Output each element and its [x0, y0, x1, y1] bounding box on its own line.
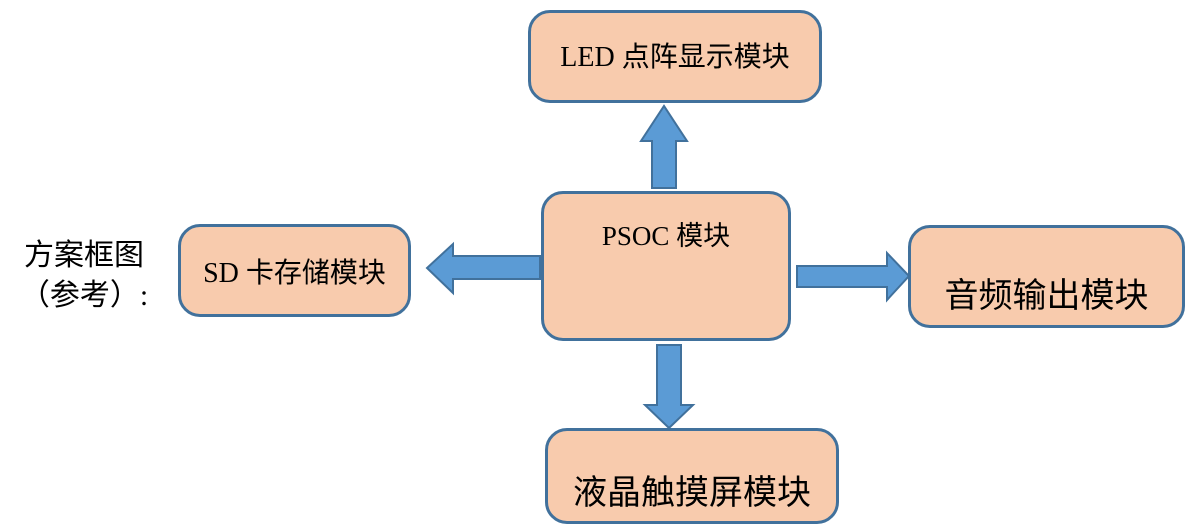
led-module-label: LED 点阵显示模块 — [560, 42, 790, 73]
led-matrix-display-module: LED 点阵显示模块 — [528, 10, 822, 103]
sd-module-label: SD 卡存储模块 — [203, 258, 386, 289]
caption-line-2: （参考）: — [19, 279, 149, 312]
psoc-module: PSOC 模块 — [541, 191, 791, 341]
arrow-down-to-lcd — [642, 344, 696, 430]
diagram-caption: 方案框图 （参考）: — [8, 236, 160, 316]
arrow-right-to-audio — [796, 250, 911, 303]
audio-module-label: 音频输出模块 — [944, 278, 1149, 315]
sd-card-storage-module: SD 卡存储模块 — [178, 224, 411, 317]
audio-output-module: 音频输出模块 — [908, 225, 1185, 328]
psoc-module-label: PSOC 模块 — [601, 221, 731, 251]
caption-line-1: 方案框图 — [24, 239, 144, 272]
lcd-touchscreen-module: 液晶触摸屏模块 — [545, 428, 839, 524]
arrow-up-to-led — [639, 104, 689, 189]
arrow-left-to-sd — [425, 241, 541, 296]
lcd-module-label: 液晶触摸屏模块 — [573, 475, 811, 512]
